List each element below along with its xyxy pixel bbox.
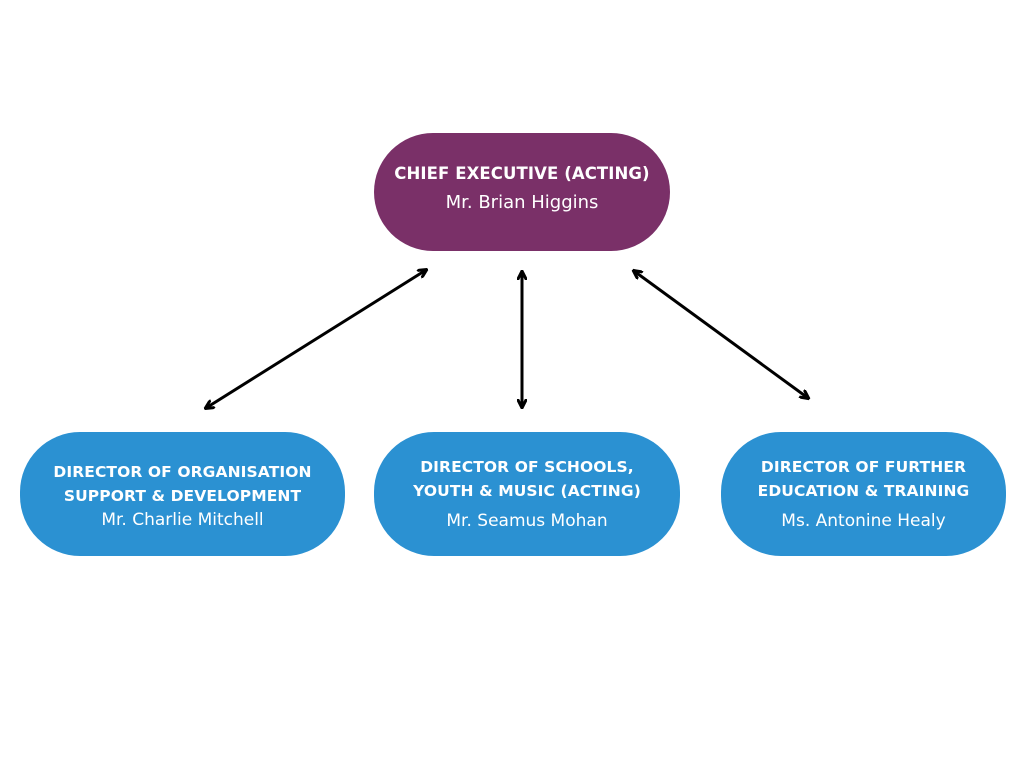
connector-arrow-ceo-org <box>206 270 426 408</box>
director-name: Mr. Charlie Mitchell <box>101 510 264 530</box>
director-node-organisation: DIRECTOR OF ORGANISATION SUPPORT & DEVEL… <box>20 432 345 556</box>
director-role: DIRECTOR OF FURTHER EDUCATION & TRAINING <box>757 458 970 500</box>
ceo-node: CHIEF EXECUTIVE (ACTING) Mr. Brian Higgi… <box>374 133 670 251</box>
director-name: Mr. Seamus Mohan <box>446 511 608 531</box>
director-node-schools: DIRECTOR OF SCHOOLS, YOUTH & MUSIC (ACTI… <box>374 432 680 556</box>
director-role: DIRECTOR OF SCHOOLS, YOUTH & MUSIC (ACTI… <box>413 458 641 500</box>
director-node-further-education: DIRECTOR OF FURTHER EDUCATION & TRAINING… <box>721 432 1006 556</box>
connector-arrow-ceo-fet <box>634 271 808 398</box>
director-role: DIRECTOR OF ORGANISATION SUPPORT & DEVEL… <box>53 463 312 505</box>
director-name: Ms. Antonine Healy <box>781 511 946 531</box>
ceo-role: CHIEF EXECUTIVE (ACTING) <box>394 164 650 183</box>
ceo-name: Mr. Brian Higgins <box>445 192 599 213</box>
